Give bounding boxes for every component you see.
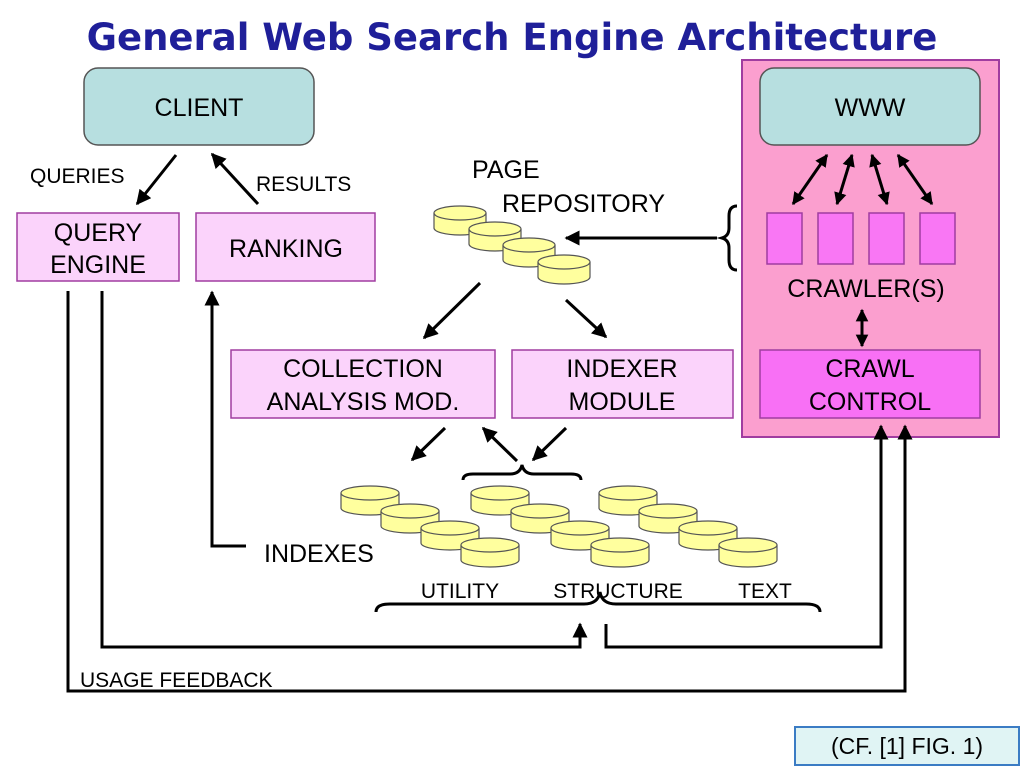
disk-icon xyxy=(537,254,591,285)
indexer-label-line1: INDEXER xyxy=(566,355,677,383)
www-node: WWW xyxy=(759,67,981,146)
repository-to-indexer-arrow xyxy=(564,298,608,339)
reference-label: (CF. [1] FIG. 1) xyxy=(830,732,984,759)
crawler-box xyxy=(919,212,956,265)
crawler-brace xyxy=(716,204,738,272)
results-arrow xyxy=(210,152,260,206)
queries-arrow xyxy=(135,154,178,206)
page-repository-disks xyxy=(433,205,591,285)
crawler-box xyxy=(817,212,854,265)
query-engine-label-line2: ENGINE xyxy=(50,251,146,279)
usage-feedback-arrow xyxy=(66,291,913,693)
indexes-to-crawl-control-arrow xyxy=(604,424,889,649)
collection-analysis-label-line2: ANALYSIS MOD. xyxy=(267,388,460,416)
query-engine-node: QUERY ENGINE xyxy=(16,212,180,282)
collection-to-indexes-arrow xyxy=(410,426,447,462)
client-node: CLIENT xyxy=(83,67,315,146)
collection-analysis-label-line1: COLLECTION xyxy=(283,355,443,383)
indexer-to-indexes-arrow xyxy=(531,426,568,462)
indexer-module-node: INDEXER MODULE xyxy=(511,349,734,419)
query-engine-to-indexes-arrow xyxy=(100,291,588,649)
disk-icon xyxy=(433,205,487,236)
indexes-bottom-brace xyxy=(374,591,822,613)
indexes-label: INDEXES xyxy=(264,540,374,568)
client-label: CLIENT xyxy=(155,94,244,122)
queries-label: QUERIES xyxy=(30,165,125,188)
structure-index-disks xyxy=(470,485,650,568)
structure-label: STRUCTURE xyxy=(553,580,683,603)
usage-feedback-label: USAGE FEEDBACK xyxy=(80,669,273,692)
page-repository-label-line2: REPOSITORY xyxy=(502,190,665,218)
reference-box: (CF. [1] FIG. 1) xyxy=(794,726,1020,766)
page-title: General Web Search Engine Architecture xyxy=(87,16,938,59)
text-index-disks xyxy=(598,485,778,568)
indexes-top-brace xyxy=(461,464,583,481)
ranking-node: RANKING xyxy=(195,212,376,282)
crawlers-label: CRAWLER(S) xyxy=(787,275,944,303)
collection-analysis-node: COLLECTION ANALYSIS MOD. xyxy=(230,349,496,419)
utility-index-disks xyxy=(340,485,520,568)
www-crawler-arrows xyxy=(791,153,934,206)
disk-icon xyxy=(468,221,522,252)
crawler-box xyxy=(868,212,905,265)
page-repository-label-line1: PAGE xyxy=(472,156,540,184)
crawl-control-label-line2: CONTROL xyxy=(809,388,931,416)
repository-to-collection-arrow xyxy=(422,281,482,340)
ranking-label: RANKING xyxy=(229,235,343,263)
text-label: TEXT xyxy=(738,580,792,603)
crawler-box xyxy=(766,212,803,265)
results-label: RESULTS xyxy=(256,173,351,196)
crawlers-group xyxy=(766,212,956,265)
indexer-label-line2: MODULE xyxy=(569,388,676,416)
query-engine-label-line1: QUERY xyxy=(54,219,143,247)
indexes-to-ranking-arrow xyxy=(204,290,246,548)
utility-label: UTILITY xyxy=(421,580,499,603)
crawl-control-label-line1: CRAWL xyxy=(825,355,914,383)
disk-icon xyxy=(460,537,520,568)
www-label: WWW xyxy=(835,94,906,122)
disk-icon xyxy=(718,537,778,568)
crawl-control-node: CRAWL CONTROL xyxy=(759,349,981,419)
structure-to-collection-arrow xyxy=(481,426,519,463)
disk-icon xyxy=(590,537,650,568)
